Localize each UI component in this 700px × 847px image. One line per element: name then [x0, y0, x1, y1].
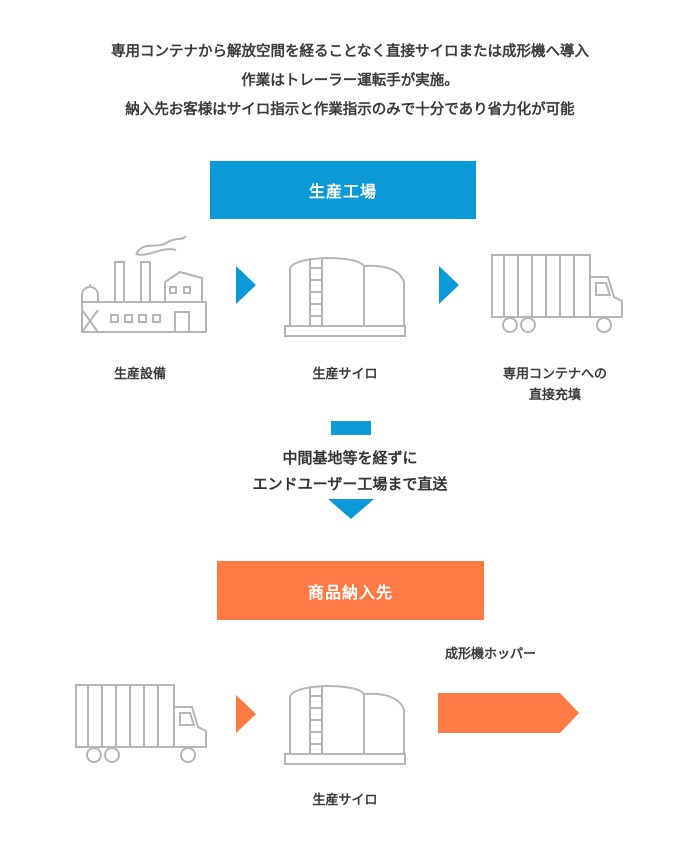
- delivery-destination-banner: 商品納入先: [217, 561, 484, 620]
- silo-icon: [284, 256, 406, 337]
- delivery-silo-label: 生産サイロ: [312, 793, 378, 808]
- intro-text: 専用コンテナから解放空間を経ることなく直接サイロまたは成形機へ導入 作業はトレー…: [0, 38, 700, 125]
- container-truck-icon: [491, 254, 623, 333]
- step-label-production-silo: 生産サイロ: [312, 367, 378, 382]
- flow-arrow-2: [439, 266, 459, 304]
- container-truck-icon: [75, 684, 207, 763]
- container-filling-line-1: 専用コンテナへの: [502, 367, 607, 382]
- transit-line-1: 中間基地等を経ずに: [282, 449, 418, 467]
- intro-line-3: 納入先お客様はサイロ指示と作業指示のみで十分であり省力化が可能: [125, 102, 575, 118]
- intro-line-1: 専用コンテナから解放空間を経ることなく直接サイロまたは成形機へ導入: [110, 44, 590, 60]
- container-filling-line-2: 直接充填: [528, 388, 581, 403]
- transit-arrow-down: [328, 499, 374, 519]
- silo-icon: [284, 684, 406, 765]
- transit-line-2: エンドユーザー工場まで直送: [252, 475, 448, 493]
- step-label-container-filling: 専用コンテナへの 直接充填: [480, 364, 630, 406]
- flow-arrow-1: [236, 266, 256, 304]
- transit-note: 中間基地等を経ずに エンドユーザー工場まで直送: [150, 445, 550, 497]
- production-plant-banner: 生産工場: [210, 161, 476, 219]
- factory-icon: [81, 235, 207, 333]
- step-label-production-equipment: 生産設備: [113, 367, 166, 382]
- transit-bar-top: [331, 421, 371, 435]
- intro-line-2: 作業はトレーラー運転手が実施。: [241, 73, 459, 89]
- hopper-arrow: [438, 693, 579, 733]
- delivery-arrow-1: [236, 695, 256, 733]
- hopper-label: 成形機ホッパー: [445, 647, 537, 662]
